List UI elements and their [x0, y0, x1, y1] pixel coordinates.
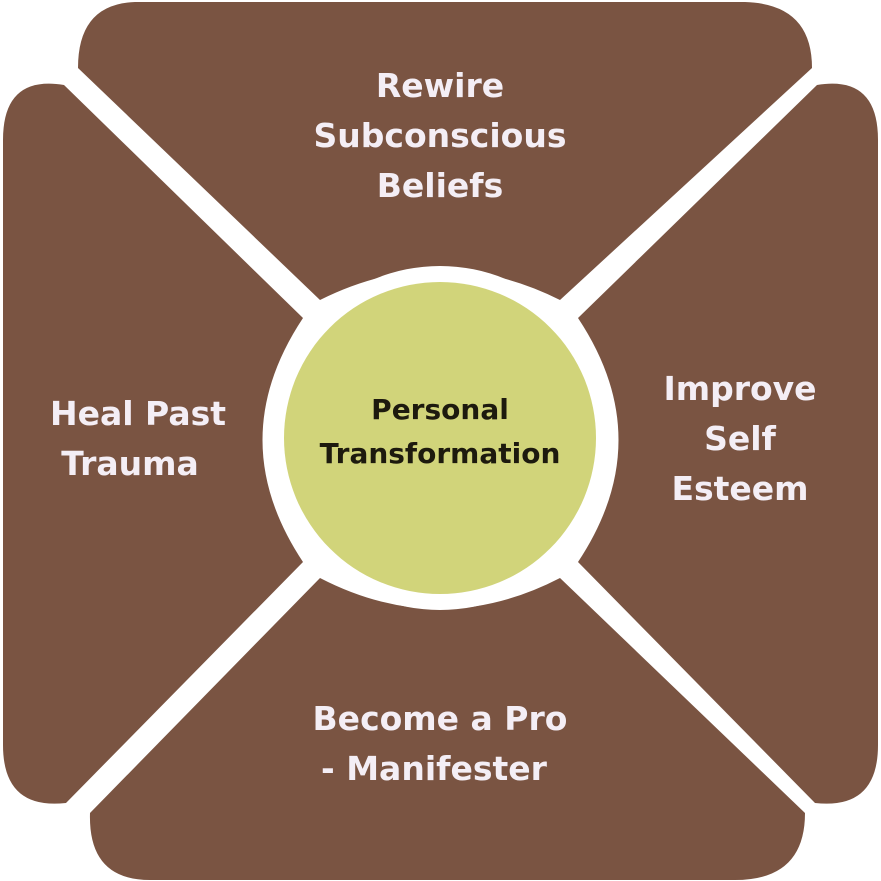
right-label-line1: Improve — [663, 369, 816, 408]
center-label-line2: Transformation — [320, 437, 561, 470]
top-label-line3: Beliefs — [377, 166, 504, 205]
segment-top — [78, 2, 812, 300]
left-label-line2: Trauma — [61, 444, 199, 483]
bottom-label-line2: - Manifester — [321, 749, 548, 788]
bottom-label-line1: Become a Pro — [313, 699, 568, 738]
right-label-line2: Self — [704, 419, 776, 458]
top-label-line1: Rewire — [376, 66, 504, 105]
center-label-line1: Personal — [371, 393, 509, 426]
segment-left — [3, 83, 303, 804]
segment-right — [578, 83, 878, 804]
top-label-line2: Subconscious — [314, 116, 567, 155]
right-label-line3: Esteem — [671, 469, 808, 508]
left-label-line1: Heal Past — [50, 394, 226, 433]
segment-bottom — [89, 578, 805, 880]
center-circle — [284, 282, 596, 594]
